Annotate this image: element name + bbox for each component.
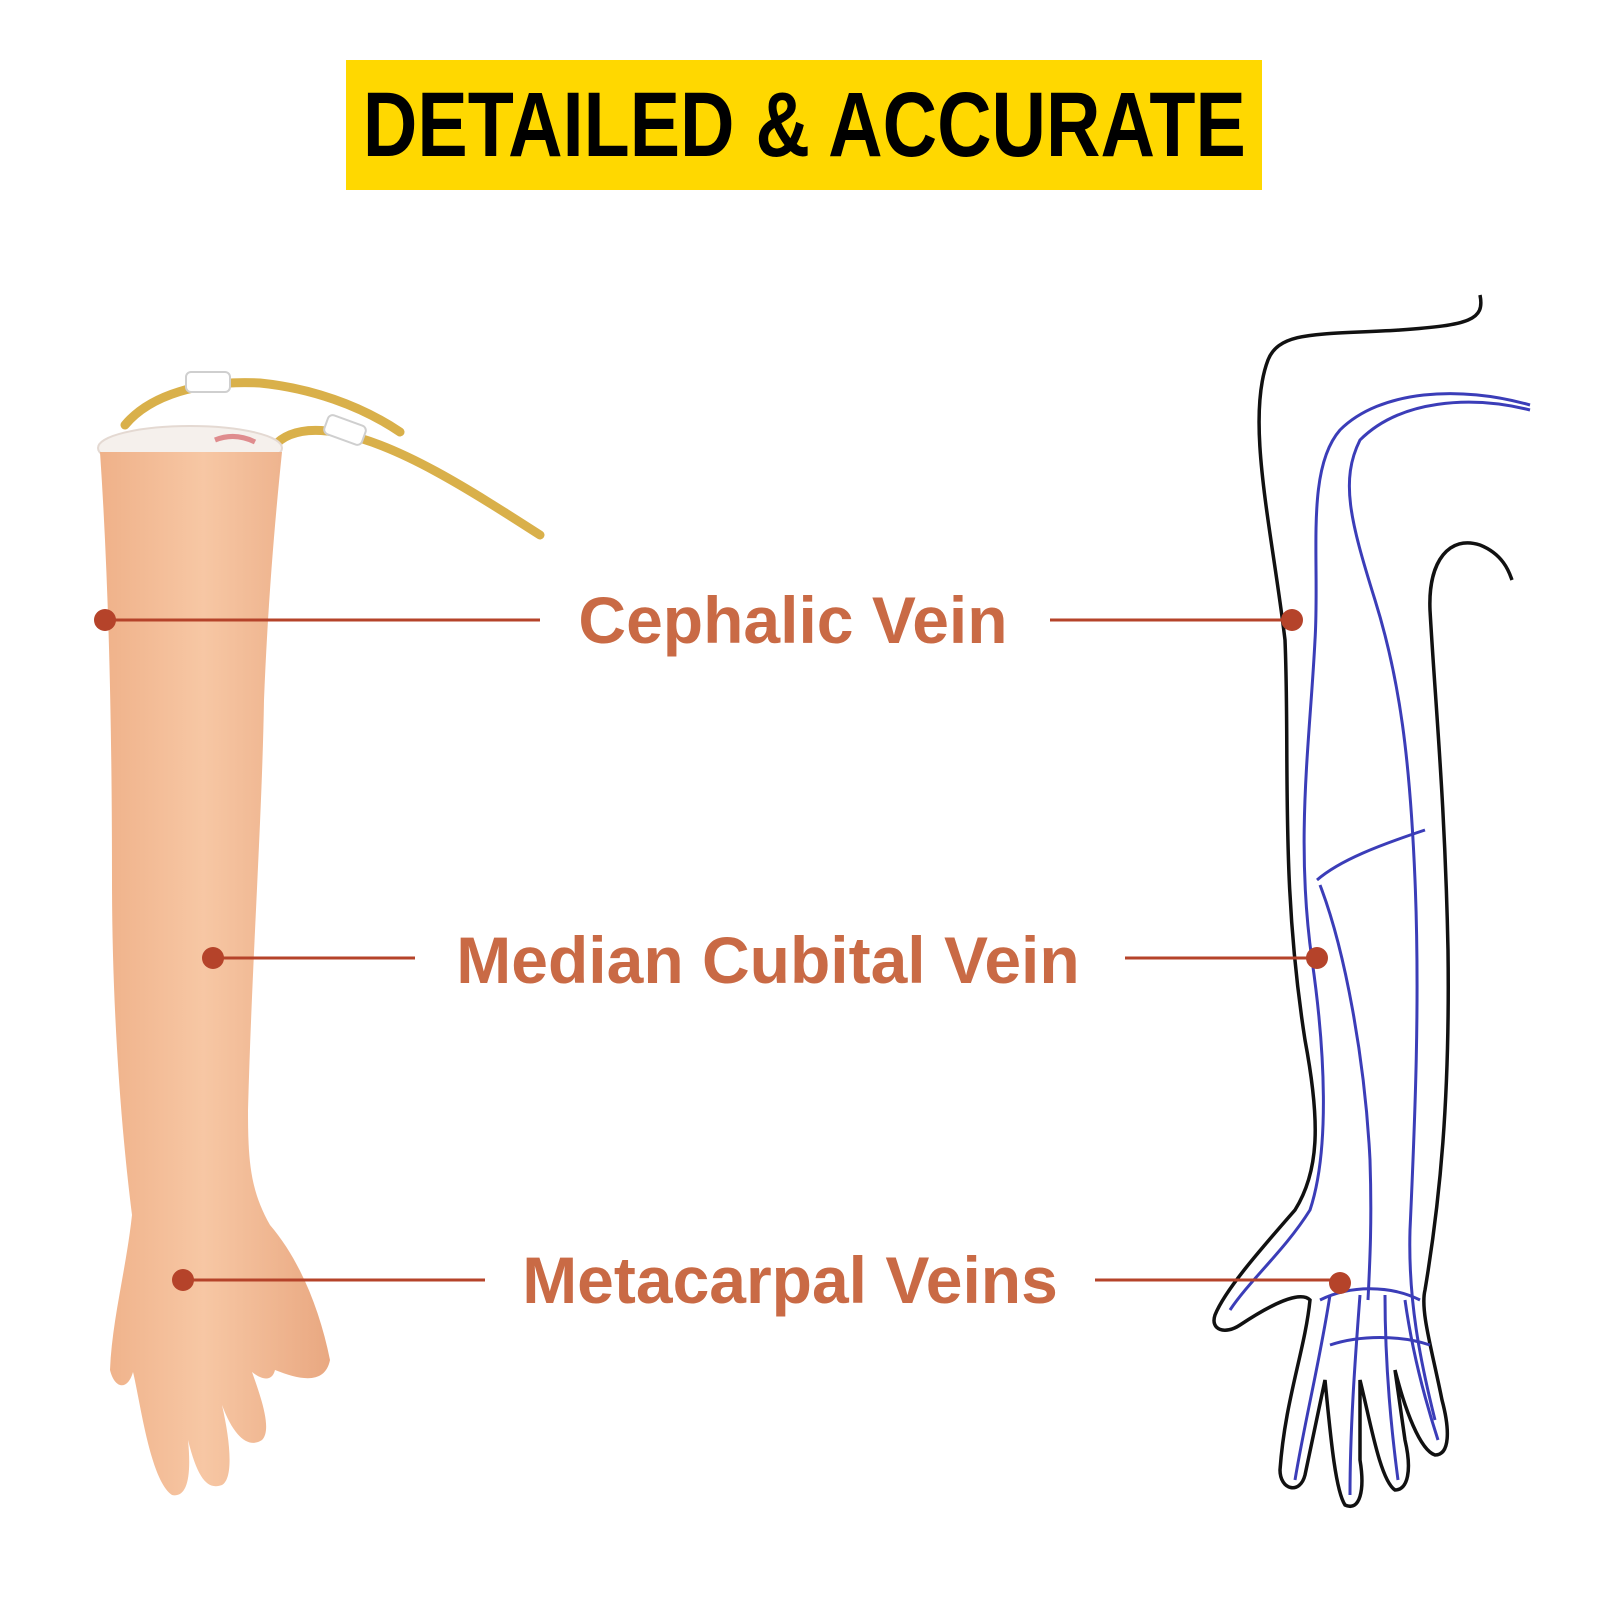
arm-outline bbox=[1212, 294, 1514, 1509]
basilic-vein-line bbox=[1347, 400, 1531, 1421]
iv-tube-upper bbox=[120, 378, 405, 437]
banner-title: DETAILED & ACCURATE bbox=[362, 73, 1246, 176]
metacarpal-vein-2 bbox=[1348, 1294, 1362, 1496]
tube-clip-2 bbox=[323, 414, 367, 446]
metacarpal-vein-1 bbox=[1293, 1294, 1332, 1481]
leader-dots bbox=[94, 609, 1351, 1294]
tube-clip-1 bbox=[185, 371, 231, 393]
dot-median-left bbox=[202, 947, 224, 969]
arm-shape bbox=[100, 452, 330, 1496]
wrist-arch-line bbox=[1329, 1336, 1431, 1347]
median-cubital-vein-line bbox=[1316, 828, 1426, 882]
leader-lines bbox=[105, 618, 1340, 1282]
arm-model-image bbox=[97, 371, 545, 1496]
cephalic-vein-line bbox=[1228, 392, 1531, 1311]
iv-tube-lower bbox=[260, 425, 545, 540]
vein-diagram-image bbox=[1212, 294, 1531, 1509]
metacarpal-vein-4 bbox=[1403, 1299, 1440, 1441]
dot-cephalic-right bbox=[1281, 609, 1303, 631]
dorsal-arch-line bbox=[1319, 1287, 1421, 1302]
dot-median-right bbox=[1306, 947, 1328, 969]
dot-metacarpal-right bbox=[1329, 1272, 1351, 1294]
label-cephalic-vein: Cephalic Vein bbox=[578, 583, 1008, 657]
dot-cephalic-left bbox=[94, 609, 116, 631]
median-antebrachial-vein-line bbox=[1318, 884, 1373, 1301]
veins bbox=[1228, 392, 1531, 1496]
label-median-cubital-vein: Median Cubital Vein bbox=[456, 923, 1080, 997]
dot-metacarpal-left bbox=[172, 1269, 194, 1291]
label-metacarpal-veins: Metacarpal Veins bbox=[522, 1243, 1058, 1317]
title-banner: DETAILED & ACCURATE bbox=[346, 60, 1262, 190]
metacarpal-vein-3 bbox=[1383, 1294, 1400, 1481]
